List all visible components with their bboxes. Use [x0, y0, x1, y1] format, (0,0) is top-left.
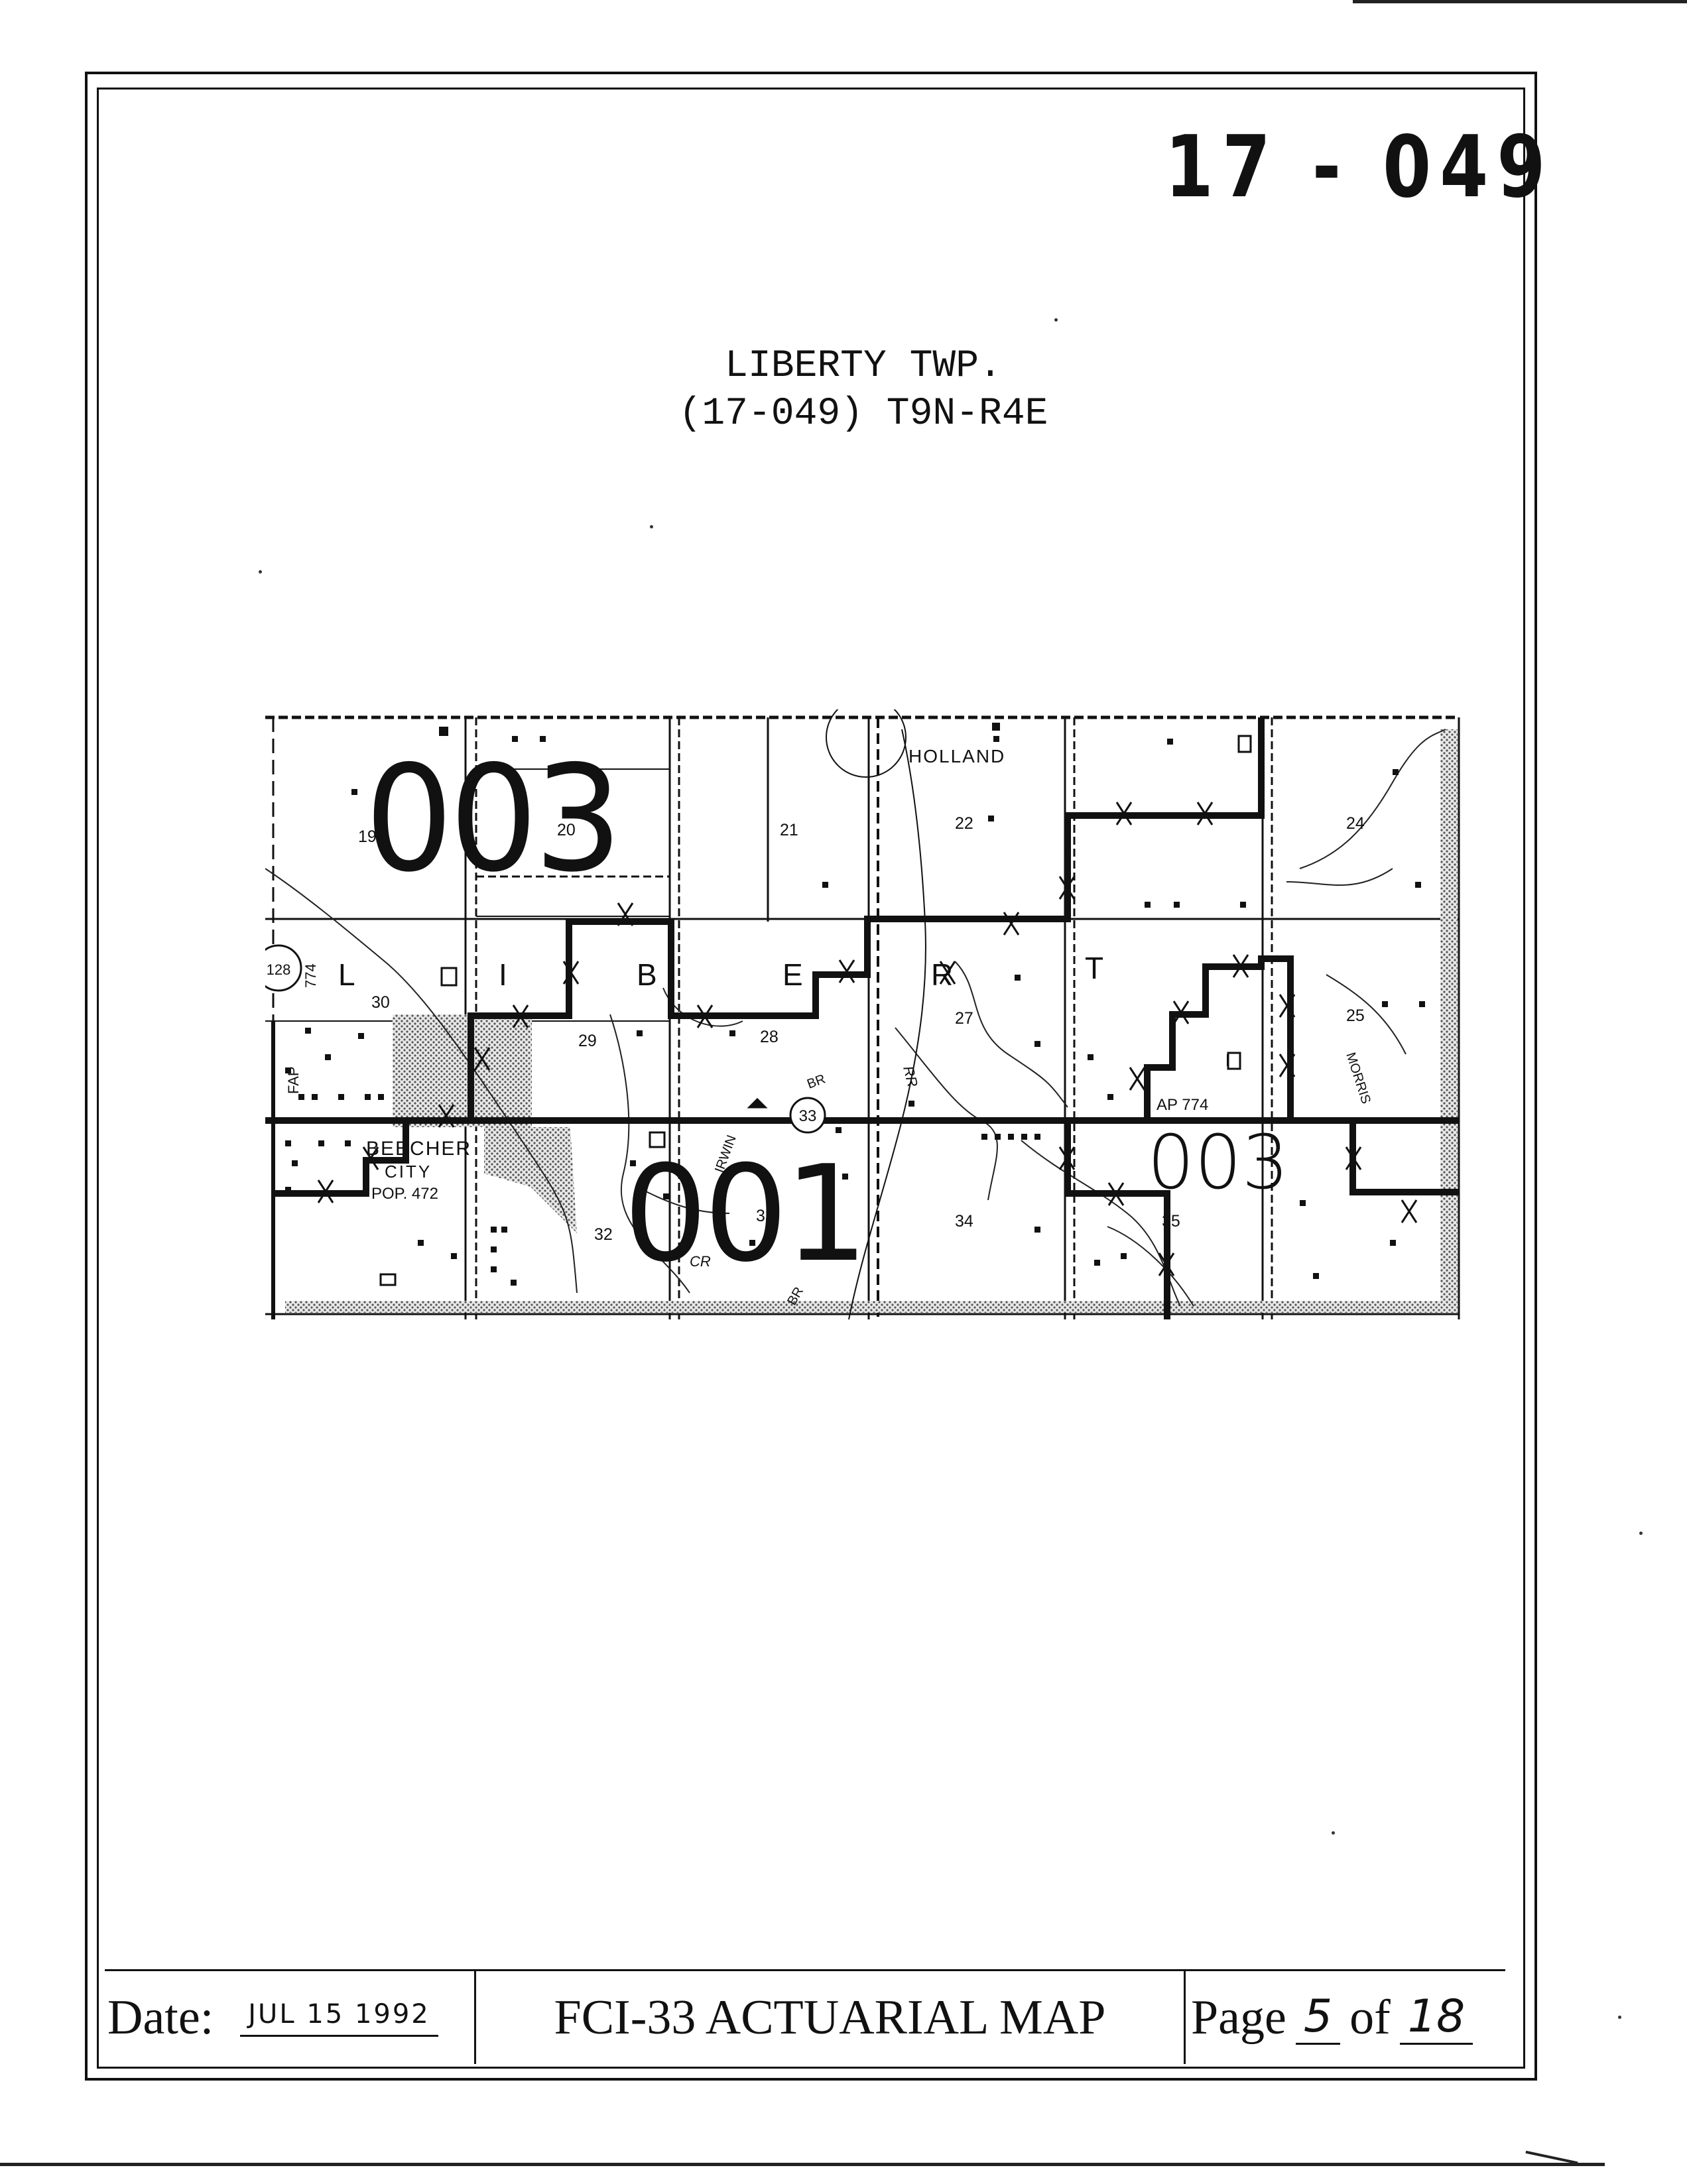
dotted-area-north: [1440, 729, 1458, 1313]
township-subtitle: (17-049) T9N-R4E: [678, 393, 1048, 436]
township-letter: E: [782, 957, 803, 992]
scan-speck: [1618, 2016, 1621, 2019]
township-letter: T: [1085, 951, 1103, 985]
route-markers: [265, 735, 1252, 1286]
township-letter: R: [931, 957, 953, 992]
map-title: FCI-33 ACTUARIAL MAP: [554, 1990, 1106, 2045]
page-current: 5: [1295, 1990, 1341, 2045]
railroad: [848, 729, 926, 1320]
fap-label: FAP: [285, 1066, 302, 1094]
township-letter: I: [499, 957, 507, 992]
holland-circle: [826, 709, 906, 778]
section-number: 20: [557, 821, 576, 839]
br-label: BR: [805, 1072, 828, 1092]
num-774-label: 774: [302, 963, 319, 988]
map-title-cell: FCI-33 ACTUARIAL MAP: [476, 1971, 1186, 2064]
section-number: 29: [578, 1032, 597, 1050]
morris-label: MORRIS: [1343, 1051, 1373, 1106]
page-of: of: [1349, 1990, 1391, 2045]
section-number: 33: [756, 1207, 775, 1225]
scan-speck: [1054, 318, 1058, 322]
section-number: 22: [955, 814, 973, 833]
section-number: 34: [955, 1212, 973, 1231]
township-letter: B: [637, 957, 657, 992]
scan-speck: [1332, 1831, 1335, 1835]
section-number: 28: [760, 1028, 779, 1046]
page-total: 18: [1399, 1990, 1473, 2045]
rr-label: RR: [900, 1064, 921, 1089]
outer-border: [85, 72, 1537, 2081]
inner-border: [97, 88, 1525, 2069]
footer-title-block: Date: JUL 15 1992 FCI-33 ACTUARIAL MAP P…: [105, 1969, 1505, 2064]
section-number: 27: [955, 1009, 973, 1028]
holland-label: HOLLAND: [908, 746, 1005, 766]
cr-label: CR: [690, 1253, 711, 1270]
map-id-number: 17 - 049: [1165, 118, 1554, 217]
section-number: 30: [371, 993, 390, 1012]
scan-line-top: [1353, 0, 1687, 3]
city-shading: [393, 1014, 532, 1127]
section-number: 25: [1346, 1006, 1365, 1025]
route-33-label: 33: [799, 1107, 817, 1125]
scan-speck: [650, 525, 653, 528]
beecher-pop-label: POP. 472: [371, 1185, 438, 1203]
beecher-city-label: BEECHER: [366, 1138, 471, 1160]
page-label: Page: [1191, 1990, 1286, 2045]
section-number: 21: [780, 821, 798, 839]
dotted-strip-south: [285, 1301, 1452, 1313]
township-map: 128 33 19 20 21 22 24 30 29 28 27 25 32 …: [265, 709, 1460, 1320]
district-label-003-south: 003: [1147, 1120, 1289, 1206]
beecher-city-label-2: CITY: [385, 1162, 432, 1182]
boundary-x-marks: [317, 802, 1418, 1276]
date-label: Date:: [107, 1990, 214, 2045]
city-shading-south: [484, 1127, 577, 1233]
scan-speck: [1639, 1532, 1643, 1535]
district-label-001: 001: [623, 1137, 865, 1292]
section-number: 32: [594, 1225, 613, 1244]
date-stamp: JUL 15 1992: [240, 1999, 438, 2037]
date-cell: Date: JUL 15 1992: [105, 1971, 476, 2064]
township-letter: L: [338, 957, 355, 992]
district-label-003-north: 003: [365, 734, 619, 904]
page-cell: Page 5 of 18: [1186, 1971, 1505, 2064]
section-number: 35: [1162, 1212, 1180, 1231]
township-title: LIBERTY TWP.: [725, 345, 1002, 388]
section-number: 24: [1346, 814, 1365, 833]
route-128-label: 128: [267, 961, 291, 978]
section-number: 19: [358, 827, 377, 846]
scan-speck: [259, 570, 262, 574]
scan-line-bottom: [0, 2163, 1605, 2166]
fap-774-label: AP 774: [1156, 1096, 1208, 1114]
